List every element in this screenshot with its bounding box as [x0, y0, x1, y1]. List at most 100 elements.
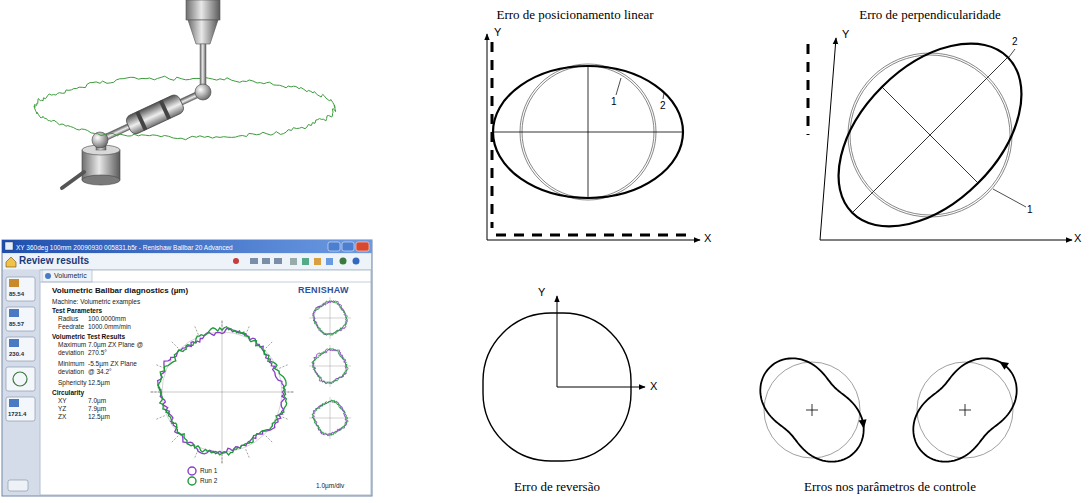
ballbar-ring	[135, 111, 147, 131]
toolbar-icon	[314, 258, 321, 265]
run-trace	[312, 401, 347, 436]
run-trace	[313, 349, 347, 384]
grid-tick	[156, 416, 164, 420]
toolbar-icon	[250, 258, 258, 264]
content-panel	[40, 270, 371, 495]
minor-axis-line	[882, 87, 978, 183]
run-trace	[158, 328, 285, 454]
measured-trace	[34, 106, 336, 140]
report-text: 7.0µm ZX Plane @ 270.5°	[88, 341, 144, 357]
report-text: Machine: Volumetric examples	[52, 298, 140, 306]
nominal-circle	[850, 55, 1010, 215]
report-text: 7.9µm	[88, 405, 106, 413]
y-axis	[820, 38, 836, 240]
report-text: Run 1	[200, 467, 217, 475]
plot-axis	[309, 345, 351, 387]
major-axis-line	[852, 57, 1008, 213]
ballbar-illustration	[34, 0, 336, 188]
spindle	[186, 0, 220, 20]
grid-tick	[195, 326, 199, 334]
small-polar-plots	[309, 297, 351, 439]
callout-number: 1	[611, 96, 617, 108]
sidebar-icon-graphic	[13, 372, 27, 386]
callout-number: 2	[660, 100, 666, 112]
report-text: -5.5µm ZX Plane @ 34.2°	[88, 360, 144, 376]
report-section: Test Parameters	[52, 307, 102, 315]
window-title: XY 360deg 100mm 20090930 005831.b5r - Re…	[16, 243, 233, 252]
sidebar-icon	[6, 337, 35, 361]
nominal-circle	[764, 362, 860, 458]
app-icon	[5, 242, 13, 250]
nominal-circle	[917, 362, 1013, 458]
axis-label: Y	[842, 28, 849, 41]
run-trace	[312, 400, 348, 436]
sidebar-icon	[6, 367, 35, 391]
axis-label: Y	[494, 26, 501, 39]
home-icon	[6, 257, 16, 267]
tab-icon	[45, 273, 51, 279]
ballbar-body	[124, 93, 185, 136]
toolbar-icon	[326, 258, 333, 265]
toolbar-icon	[353, 258, 360, 265]
x-axis	[557, 387, 645, 388]
toolbar-icons	[233, 258, 360, 266]
direction-arrow	[859, 419, 867, 429]
sidebar-icon	[6, 397, 35, 421]
toolbar-icon	[302, 258, 309, 265]
panel-title: Erros nos parâmetros de controle	[804, 480, 976, 495]
plot-axis	[309, 297, 351, 339]
callout-number: 1	[1027, 204, 1033, 216]
direction-arrow	[999, 361, 1009, 369]
run-icon	[188, 477, 196, 485]
grid-tick	[266, 436, 272, 442]
sidebar-icon-graphic	[9, 309, 19, 317]
report-text: 100.0000mm	[88, 315, 126, 323]
report-text: 12.5µm	[88, 379, 110, 387]
run-trace	[313, 301, 347, 335]
grid-tick	[172, 342, 178, 348]
sidebar-value: 85.57	[9, 321, 24, 328]
ballbar	[95, 83, 207, 149]
report-section: Circularity	[52, 389, 84, 397]
report-text: Radius	[58, 315, 78, 323]
scale-dashes	[496, 234, 690, 237]
axis-label: X	[650, 380, 657, 393]
measured-ellipse	[804, 9, 1056, 261]
panel-title: Erro de reversão	[514, 480, 600, 495]
toolbar-icon	[290, 258, 297, 265]
axis-label: X	[1074, 232, 1081, 245]
report-text: 1.0µm/div	[316, 482, 344, 490]
grid-tick	[246, 449, 250, 457]
sidebar-icon-graphic	[9, 399, 19, 407]
tab-label: Volumetric	[54, 272, 87, 280]
report-text: Sphericity	[58, 379, 87, 387]
report-text: Run 2	[200, 477, 217, 485]
grid-tick	[266, 342, 272, 348]
toolbar-icon	[340, 258, 347, 265]
center-cross	[806, 404, 818, 416]
plot-axis	[309, 397, 351, 439]
sidebar-value: 85.54	[9, 291, 24, 298]
leader-line	[993, 189, 1026, 207]
reversal-trace	[483, 313, 631, 461]
report-text: ZX	[58, 413, 66, 421]
center-cross	[959, 404, 971, 416]
panel-title: Erro de perpendicularidade	[859, 8, 1000, 23]
report-text: 7.0µm	[88, 397, 106, 405]
sidebar-value: 1721.4	[8, 411, 26, 418]
toolbar-icon	[274, 258, 282, 264]
minimize-button	[328, 242, 340, 251]
sidebar-icon	[6, 277, 35, 301]
report-text: Feedrate	[58, 323, 84, 331]
report-text: Maximum deviation	[58, 341, 88, 357]
ballbar-ring	[159, 100, 171, 120]
y-axis	[557, 296, 558, 387]
nominal-circle	[848, 53, 1012, 217]
panel-title: Erro de posicionamento linear	[496, 8, 653, 23]
run-trace	[313, 301, 348, 336]
x-axis	[487, 240, 700, 241]
run-icon	[188, 467, 196, 475]
squareness-plot	[804, 9, 1072, 261]
